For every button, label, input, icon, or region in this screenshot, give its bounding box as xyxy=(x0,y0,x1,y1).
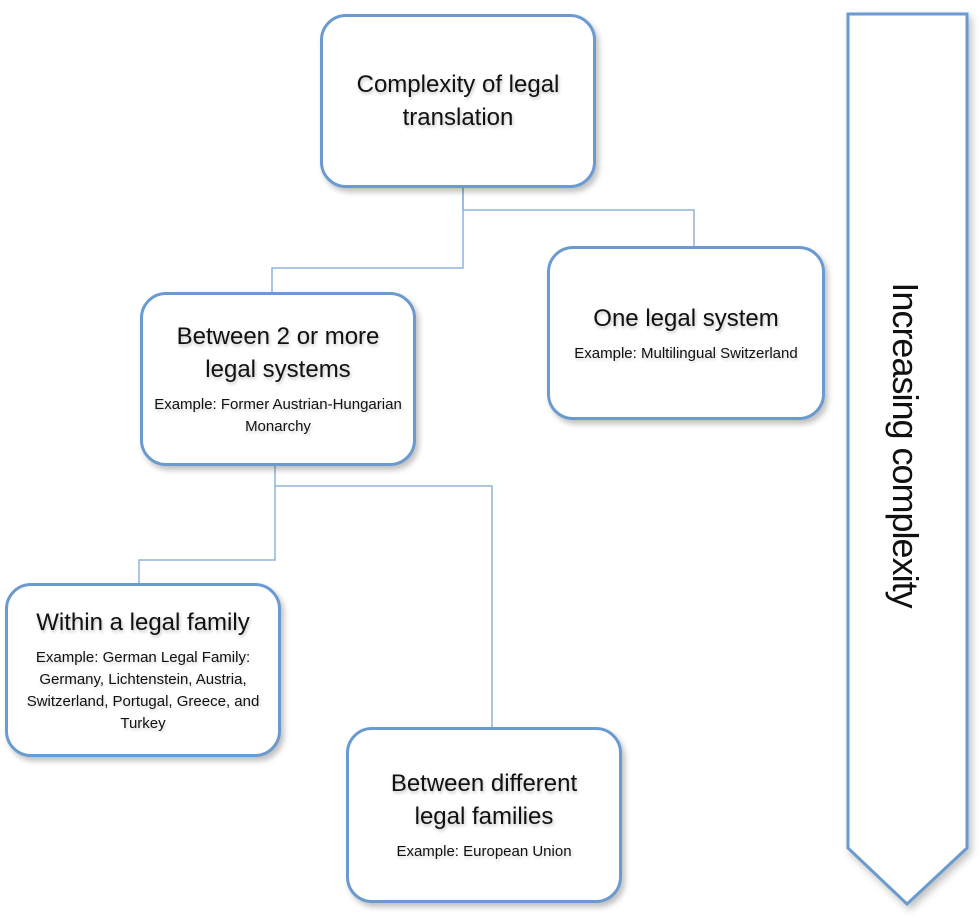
connector-multi-to-different-families xyxy=(275,485,493,727)
increasing-complexity-arrow xyxy=(846,12,969,907)
root-node: Complexity of legal translation xyxy=(320,14,596,188)
multi-system-title: Between 2 or more legal systems xyxy=(176,323,380,383)
one-system-node: One legal system Example: Multilingual S… xyxy=(547,246,825,420)
within-family-node: Within a legal family Example: German Le… xyxy=(5,583,281,757)
different-families-node: Between different legal families Example… xyxy=(346,727,622,903)
connector-multi-to-within-family xyxy=(138,466,276,584)
different-families-title: Between different legal families xyxy=(390,770,578,830)
connector-root-to-one-system xyxy=(462,188,695,246)
within-family-title: Within a legal family xyxy=(36,608,250,636)
one-system-title: One legal system xyxy=(593,304,779,332)
different-families-example: Example: European Union xyxy=(396,843,572,860)
arrow-label: Increasing complexity xyxy=(885,282,926,608)
one-system-example: Example: Multilingual Switzerland xyxy=(574,344,798,362)
multi-system-example: Example: Former Austrian-Hungarian Monar… xyxy=(154,396,402,435)
multi-system-node: Between 2 or more legal systems Example:… xyxy=(140,292,416,466)
within-family-example: Example: German Legal Family: Germany, L… xyxy=(26,648,260,732)
connector-root-to-multi-system xyxy=(271,188,464,293)
root-title: Complexity of legal translation xyxy=(356,71,560,131)
